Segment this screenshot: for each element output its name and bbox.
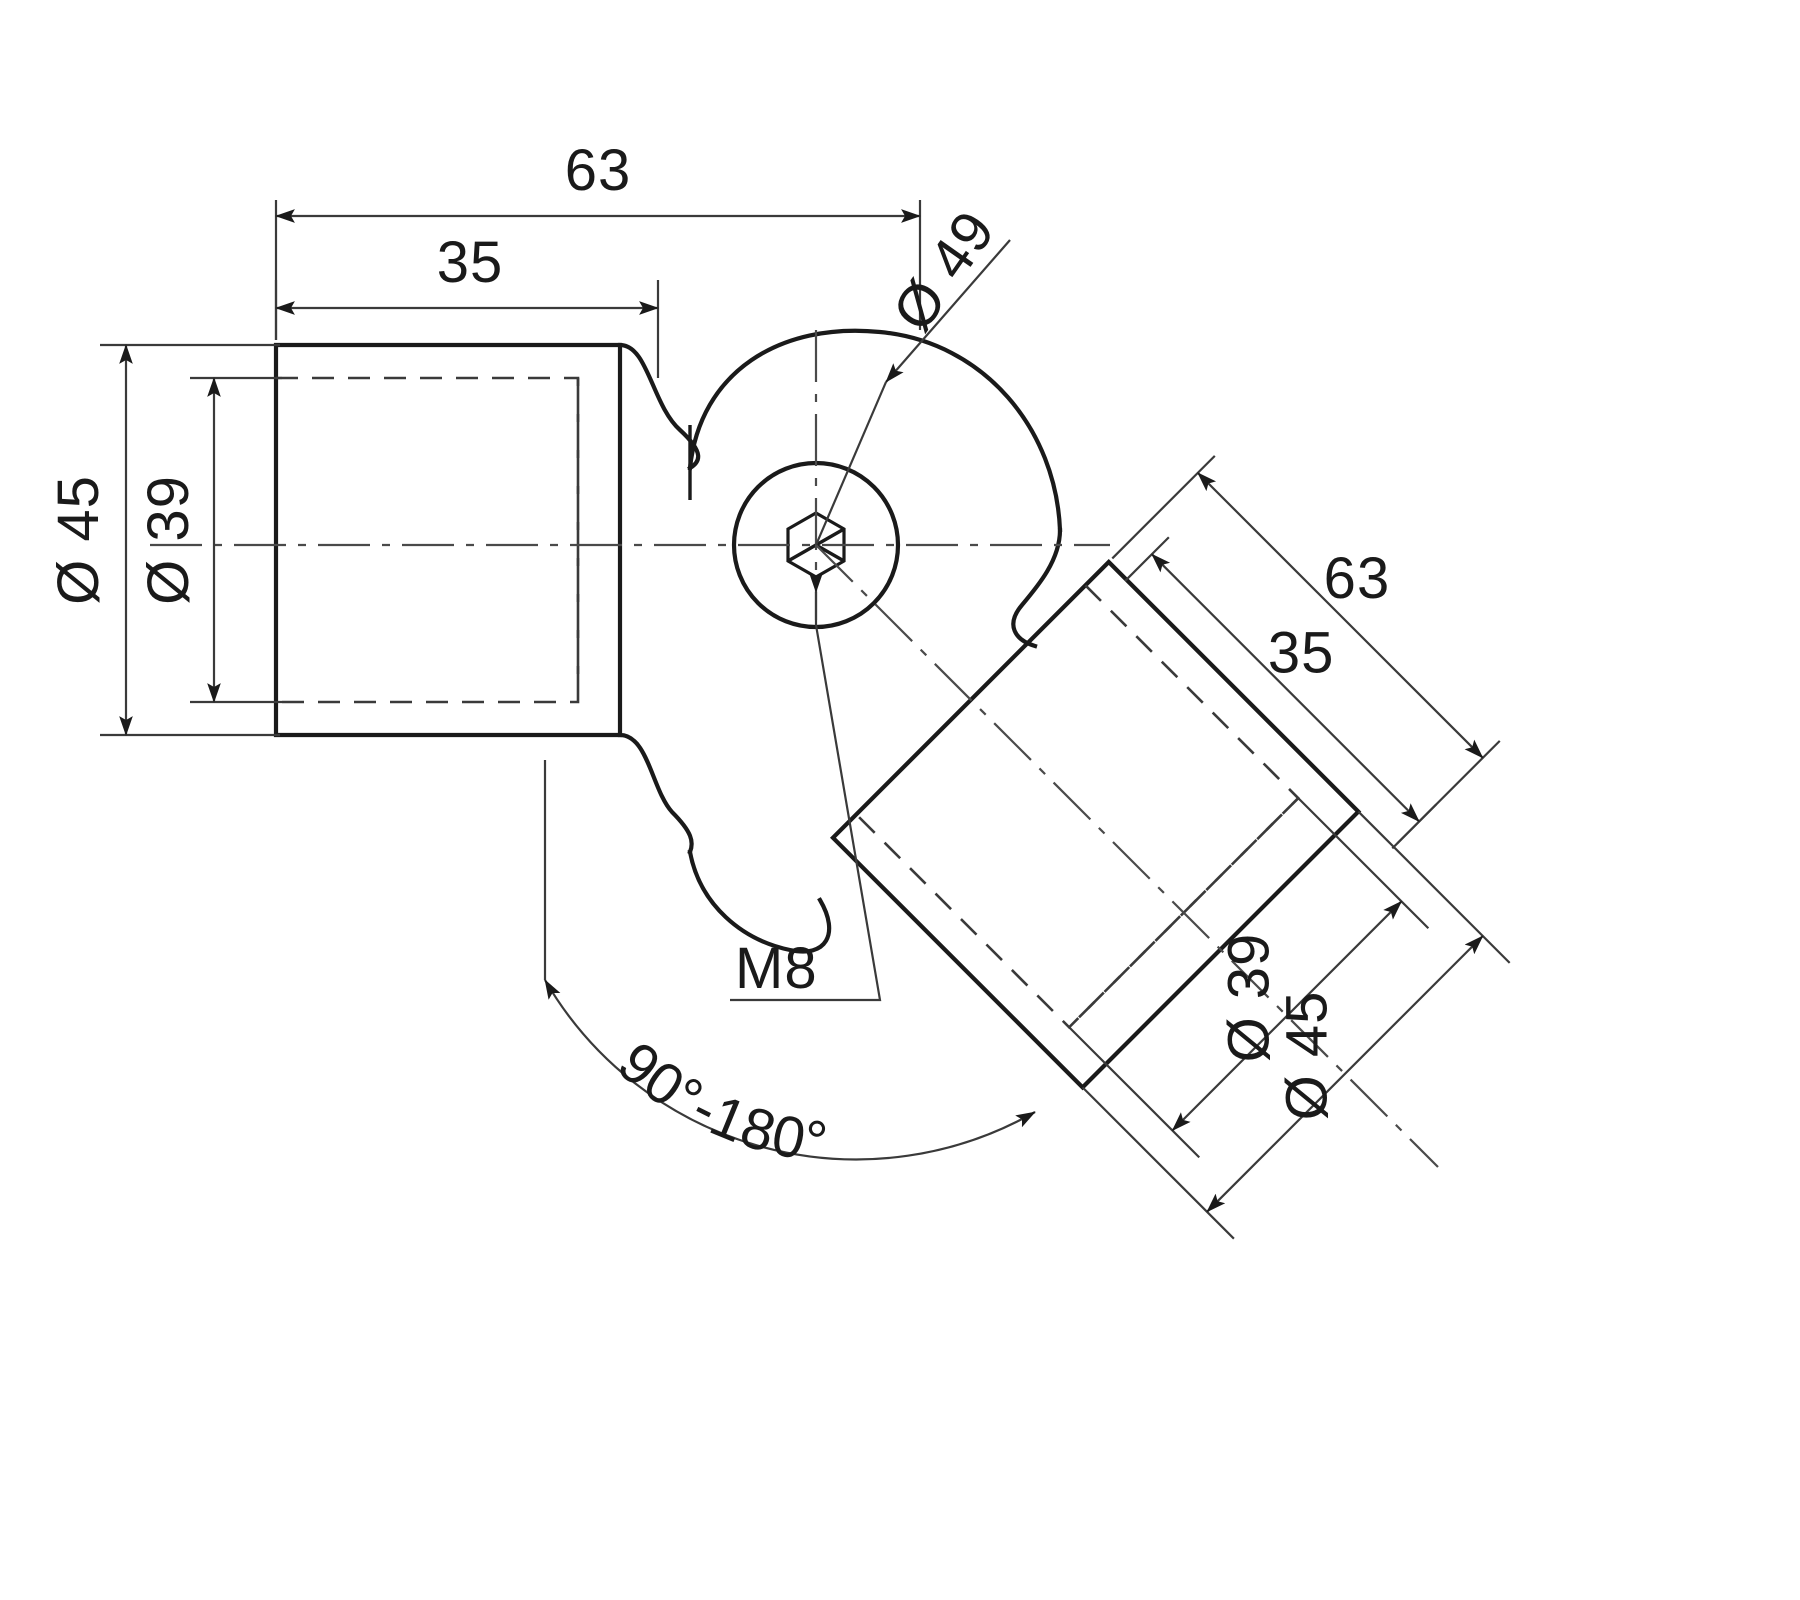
hex-socket-inner-lines [787, 527, 845, 563]
dim-label-angle-range: 90°-180° [606, 1029, 832, 1175]
hub-upper-fillet [617, 342, 701, 471]
dim-label-angle-text: 90°-180° [606, 1029, 831, 1175]
dimension-35-right: 35 [1124, 536, 1437, 850]
callout-m8: M8 [730, 573, 882, 1002]
dimension-35-top: 35 [274, 230, 660, 378]
left-arm-body [273, 342, 623, 738]
dim-label-d39-right: Ø 39 [1217, 933, 1282, 1063]
dim-label-35-right: 35 [1268, 620, 1335, 685]
ext-line-d45r-bottom [1081, 1086, 1235, 1240]
hub-upper-arc [687, 328, 1063, 533]
hub-right-upper-contour [1011, 527, 1063, 649]
dimension-d45-right: Ø 45 [1081, 810, 1511, 1240]
angled-arm-center-line [815, 544, 1439, 1168]
dimension-d39-left: Ø 39 [136, 376, 282, 704]
dim-line-35-right [1151, 553, 1420, 823]
ext-line-35r-right [1391, 803, 1437, 850]
ext-line-d45r-top [1357, 810, 1511, 964]
dim-label-d39-left: Ø 39 [136, 475, 201, 605]
dim-label-63-right: 63 [1324, 546, 1391, 611]
dim-label-63-top: 63 [565, 138, 632, 203]
dim-line-d49-leader [885, 239, 1011, 383]
part-geometry [150, 328, 1439, 1168]
dim-label-d45-right: Ø 45 [1275, 991, 1340, 1121]
dim-line-d45-right [1206, 935, 1484, 1213]
hub-lower-arc [687, 849, 832, 954]
dimension-63-top: 63 [274, 138, 922, 340]
left-arm-outline [273, 342, 623, 738]
ext-line-d49-to-center [814, 381, 888, 546]
dim-line-63-right [1197, 472, 1484, 759]
ext-line-d39r-top [1297, 797, 1430, 930]
hub-lower-fillet [617, 732, 694, 855]
dim-label-d45-left: Ø 45 [46, 475, 111, 605]
dimension-d45-left: Ø 45 [46, 343, 280, 737]
pivot-hub [617, 328, 1063, 954]
dim-arc-angle-range [544, 979, 1036, 1161]
callout-label-m8: M8 [735, 936, 818, 1001]
left-arm-bore-hidden [276, 376, 580, 704]
dim-label-35-top: 35 [437, 230, 504, 295]
dim-label-d49-hub: Ø 49 [880, 199, 1008, 343]
ext-line-35r-left [1124, 536, 1170, 582]
ext-line-d39r-bottom [1068, 1026, 1201, 1159]
